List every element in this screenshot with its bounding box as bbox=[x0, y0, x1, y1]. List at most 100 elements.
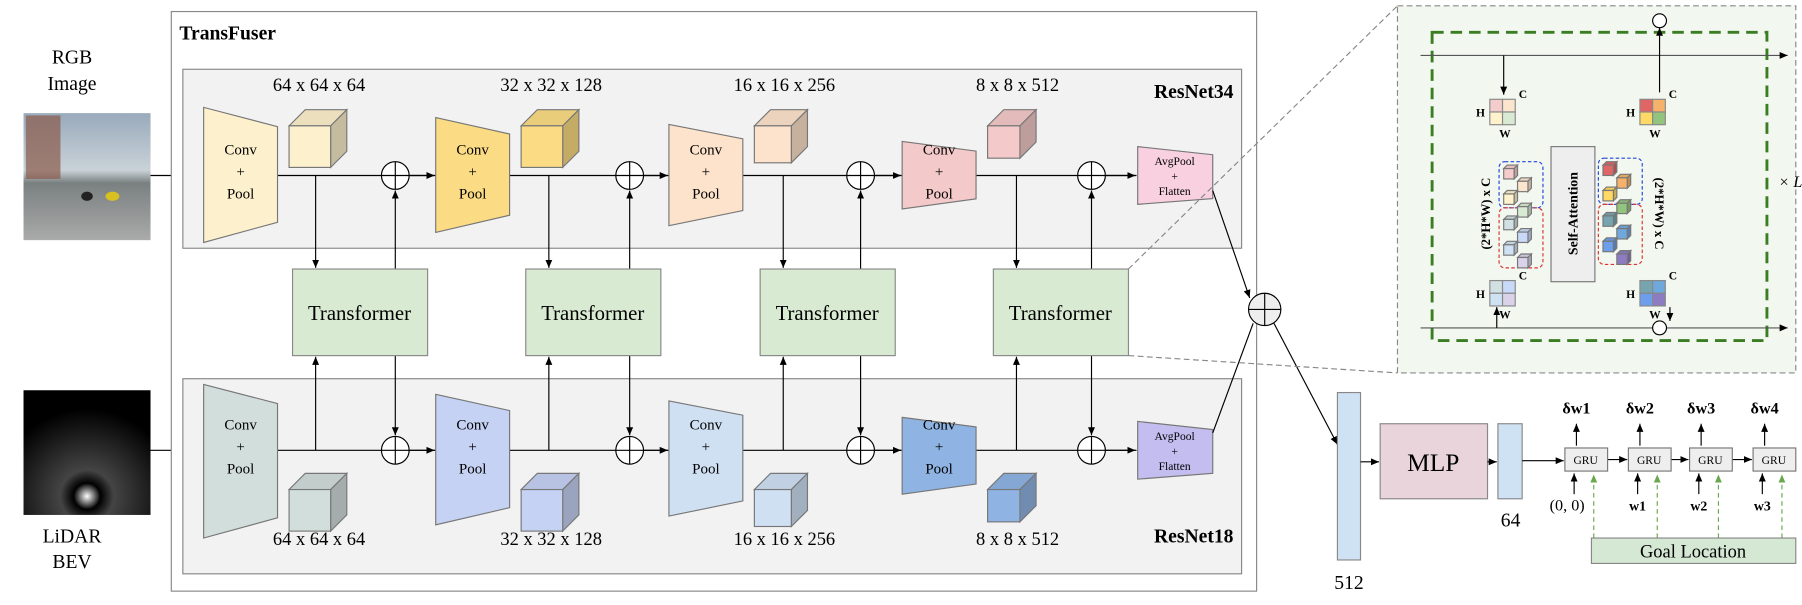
svg-text:+: + bbox=[1171, 446, 1178, 458]
token-cube bbox=[1516, 252, 1533, 270]
image-dim-label-3: 16 x 16 x 256 bbox=[734, 75, 836, 95]
output-delta-w1: δw1 bbox=[1562, 400, 1590, 417]
step-input-2: w1 bbox=[1629, 498, 1646, 513]
transformer-1: Transformer bbox=[291, 268, 429, 357]
gru-step-3: GRU bbox=[1689, 447, 1733, 472]
lidar-feature-map-3 bbox=[752, 471, 809, 528]
rgb-label-line2: Image bbox=[48, 74, 97, 95]
svg-text:+: + bbox=[1171, 171, 1178, 183]
channel-label: C bbox=[1669, 270, 1677, 282]
lidar-avgpool-flatten: AvgPool+Flatten bbox=[1137, 420, 1214, 480]
conv-pool-label: Conv bbox=[456, 143, 489, 159]
output-delta-w2: δw2 bbox=[1626, 400, 1654, 417]
sequence-dim-label-right: (2*H*W) x C bbox=[1652, 178, 1666, 250]
channel-label: C bbox=[1669, 89, 1677, 101]
conv-pool-label: Pool bbox=[925, 461, 953, 477]
height-label: H bbox=[1626, 108, 1635, 120]
svg-text:AvgPool: AvgPool bbox=[1155, 156, 1195, 168]
token-cube bbox=[1601, 185, 1619, 203]
lidar-dim-label-3: 16 x 16 x 256 bbox=[734, 529, 836, 549]
sum-icon bbox=[1077, 435, 1106, 465]
image-token-grid-in: HCW bbox=[1476, 89, 1527, 140]
token-cube bbox=[1516, 227, 1533, 244]
step-input-4: w3 bbox=[1754, 498, 1771, 513]
svg-text:Flatten: Flatten bbox=[1159, 186, 1191, 198]
lidar-token-grid-out: HCW bbox=[1626, 270, 1677, 321]
conv-pool-label: Conv bbox=[224, 418, 257, 434]
svg-text:AvgPool: AvgPool bbox=[1155, 431, 1195, 443]
image-conv-pool-1: Conv+Pool bbox=[203, 106, 279, 244]
transfuser-title: TransFuser bbox=[179, 23, 276, 44]
conv-pool-label: Pool bbox=[459, 187, 487, 203]
lidar-bev-image bbox=[23, 390, 151, 515]
channel-label: C bbox=[1519, 89, 1527, 101]
image-feature-map-3 bbox=[752, 108, 809, 165]
vector-64-label: 64 bbox=[1501, 510, 1521, 531]
token-cube bbox=[1601, 160, 1619, 177]
conv-pool-label: Pool bbox=[692, 187, 720, 203]
lidar-label-line2: BEV bbox=[52, 552, 91, 573]
rgb-label-line1: RGB bbox=[52, 48, 92, 69]
image-feature-map-2 bbox=[519, 108, 581, 169]
feature-vector-64 bbox=[1497, 423, 1523, 500]
layer-loop-box bbox=[1430, 30, 1769, 343]
goal-location-label: Goal Location bbox=[1640, 542, 1746, 562]
rgb-input: RGB Image bbox=[23, 48, 151, 241]
width-label: W bbox=[1499, 128, 1511, 140]
token-cube bbox=[1502, 214, 1519, 232]
self-attention-label: Self-Attention bbox=[1566, 172, 1581, 255]
lidar-dim-label-4: 8 x 8 x 512 bbox=[976, 529, 1059, 549]
lidar-feature-map-4 bbox=[986, 471, 1038, 524]
conv-pool-label: + bbox=[236, 165, 244, 181]
sum-icon bbox=[846, 435, 876, 465]
gru-step-2: GRU bbox=[1627, 447, 1672, 472]
sum-icon bbox=[615, 161, 645, 190]
output-delta-w4: δw4 bbox=[1751, 400, 1779, 417]
channel-label: C bbox=[1519, 270, 1527, 282]
lidar-dim-label-2: 32 x 32 x 128 bbox=[500, 529, 602, 549]
gru-label: GRU bbox=[1698, 455, 1723, 467]
conv-pool-label: + bbox=[468, 165, 476, 181]
transformer-3: Transformer bbox=[759, 268, 896, 357]
lidar-conv-pool-3: Conv+Pool bbox=[668, 400, 744, 517]
gru-step-4: GRU bbox=[1752, 447, 1797, 472]
transformer-4: Transformer bbox=[992, 268, 1130, 357]
vector-512-label: 512 bbox=[1334, 573, 1363, 594]
sum-icon bbox=[1077, 161, 1106, 190]
residual-sum-icon bbox=[1652, 320, 1668, 336]
gru-label: GRU bbox=[1573, 455, 1598, 467]
transformer-label: Transformer bbox=[1009, 302, 1112, 325]
token-cube bbox=[1601, 211, 1619, 228]
lidar-label-line1: LiDAR bbox=[43, 527, 103, 548]
sequence-dim-label-left: (2*H*W) x C bbox=[1479, 178, 1493, 250]
conv-pool-label: + bbox=[468, 439, 476, 455]
lidar-conv-pool-1: Conv+Pool bbox=[203, 383, 279, 539]
image-dim-label-2: 32 x 32 x 128 bbox=[500, 75, 602, 95]
conv-pool-label: Conv bbox=[456, 418, 489, 434]
token-cube bbox=[1615, 249, 1633, 266]
conv-pool-label: + bbox=[702, 439, 710, 455]
token-cube bbox=[1502, 239, 1519, 257]
transformer-label: Transformer bbox=[541, 302, 644, 325]
token-cube bbox=[1615, 172, 1633, 190]
step-input-3: w2 bbox=[1690, 498, 1707, 513]
image-token-grid-out: HCW bbox=[1626, 89, 1677, 140]
step-input-1: (0, 0) bbox=[1550, 497, 1585, 514]
conv-pool-label: Conv bbox=[923, 143, 956, 159]
image-conv-pool-2: Conv + Pool bbox=[435, 116, 511, 234]
goal-location-box bbox=[1590, 537, 1797, 565]
sum-icon bbox=[615, 435, 645, 465]
token-cube bbox=[1516, 201, 1533, 219]
image-feature-map-4 bbox=[986, 108, 1038, 160]
lidar-input: LiDAR BEV bbox=[23, 390, 151, 573]
token-cube bbox=[1601, 236, 1619, 254]
width-label: W bbox=[1649, 310, 1661, 322]
feature-vector-512 bbox=[1336, 391, 1362, 561]
conv-pool-label: Pool bbox=[227, 461, 255, 477]
gru-label: GRU bbox=[1762, 455, 1787, 467]
conv-pool-label: Pool bbox=[227, 187, 255, 203]
token-cube bbox=[1615, 198, 1633, 215]
lidar-dim-label-1: 64 x 64 x 64 bbox=[273, 529, 365, 549]
